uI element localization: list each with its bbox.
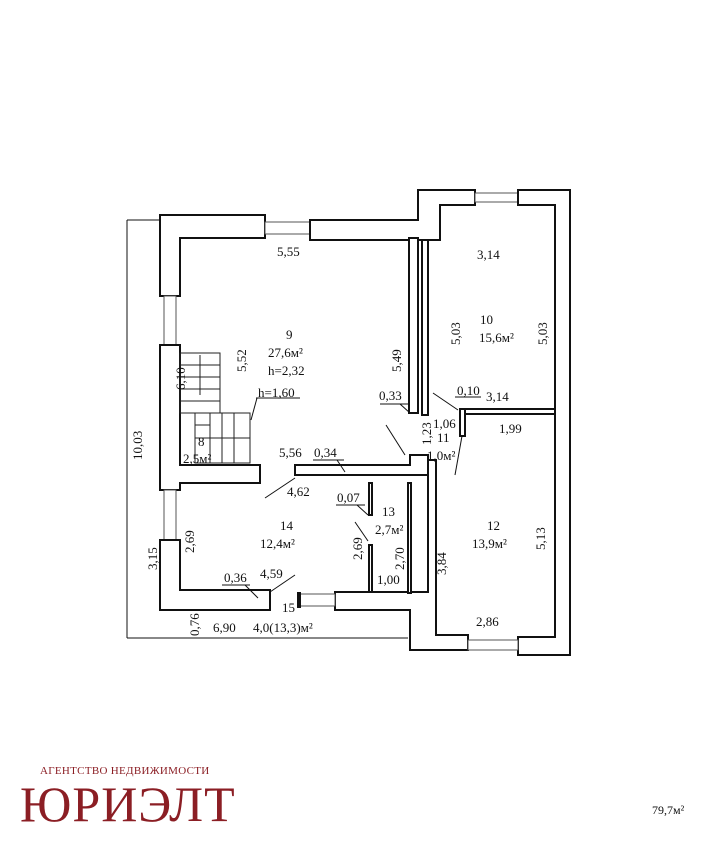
room-8-area: 2,5м²: [183, 451, 211, 466]
room-12-number: 12: [487, 518, 500, 533]
room-14-number: 14: [280, 518, 294, 533]
dim-label: 0,07: [337, 490, 360, 505]
dim-label: 0,76: [187, 613, 202, 636]
dim-label: 0,36: [224, 570, 247, 585]
dim-label: 5,49: [389, 349, 404, 372]
room-8-height: h=1,60: [258, 385, 295, 400]
dim-label: 5,13: [533, 527, 548, 550]
room-15-area: 4,0(13,3)м²: [253, 620, 313, 635]
dim-label: 2,70: [392, 547, 407, 570]
dim-label: 0,34: [314, 445, 337, 460]
room-10-number: 10: [480, 312, 493, 327]
room-15-number: 15: [282, 600, 295, 615]
dim-label: 1,99: [499, 421, 522, 436]
room-13-number: 13: [382, 504, 395, 519]
dim-label: 5,55: [277, 244, 300, 259]
dim-label: 6,90: [213, 620, 236, 635]
dim-label: 0,33: [379, 388, 402, 403]
room-14-area: 12,4м²: [260, 536, 295, 551]
brand-subtitle: АГЕНТСТВО НЕДВИЖИМОСТИ: [40, 765, 210, 777]
dim-label: 3,84: [434, 552, 449, 575]
room-9-number: 9: [286, 327, 293, 342]
dim-label: 3,14: [477, 247, 500, 262]
dim-label: 3,15: [145, 547, 160, 570]
dim-label: 5,03: [448, 322, 463, 345]
dim-label: 0,10: [457, 383, 480, 398]
dim-label: 4,59: [260, 566, 283, 581]
dim-label: 6,10: [173, 367, 188, 390]
dim-label: 5,03: [535, 322, 550, 345]
dim-label: 1,00: [377, 572, 400, 587]
dim-label: 1,06: [433, 416, 456, 431]
dim-label: 1,23: [419, 422, 434, 445]
dim-label: 3,14: [486, 389, 509, 404]
walls: [159, 189, 571, 656]
dim-label: 2,86: [476, 614, 499, 629]
brand-logo: ЮРИЭЛТ: [20, 776, 236, 832]
room-10-area: 15,6м²: [479, 330, 514, 345]
staircase: [179, 352, 251, 464]
dim-label: 2,69: [182, 530, 197, 553]
dim-label: 5,56: [279, 445, 302, 460]
room-13-area: 2,7м²: [375, 522, 403, 537]
dimensions: 5,55 0,33 5,56 0,34 4,62 0,07 1,00 0,36 …: [130, 244, 550, 636]
dim-label: 4,62: [287, 484, 310, 499]
dim-label: 5,52: [234, 349, 249, 372]
room-12-area: 13,9м²: [472, 536, 507, 551]
leader-lines: [222, 392, 481, 599]
room-11-number: 11: [437, 430, 450, 445]
dim-label: 10,03: [130, 431, 145, 460]
room-9-height: h=2,32: [268, 363, 305, 378]
total-area: 79,7м²: [652, 803, 685, 817]
room-8-number: 8: [198, 434, 205, 449]
dim-label: 2,69: [350, 537, 365, 560]
room-9-area: 27,6м²: [268, 345, 303, 360]
room-11-area: 1,0м²: [427, 448, 455, 463]
